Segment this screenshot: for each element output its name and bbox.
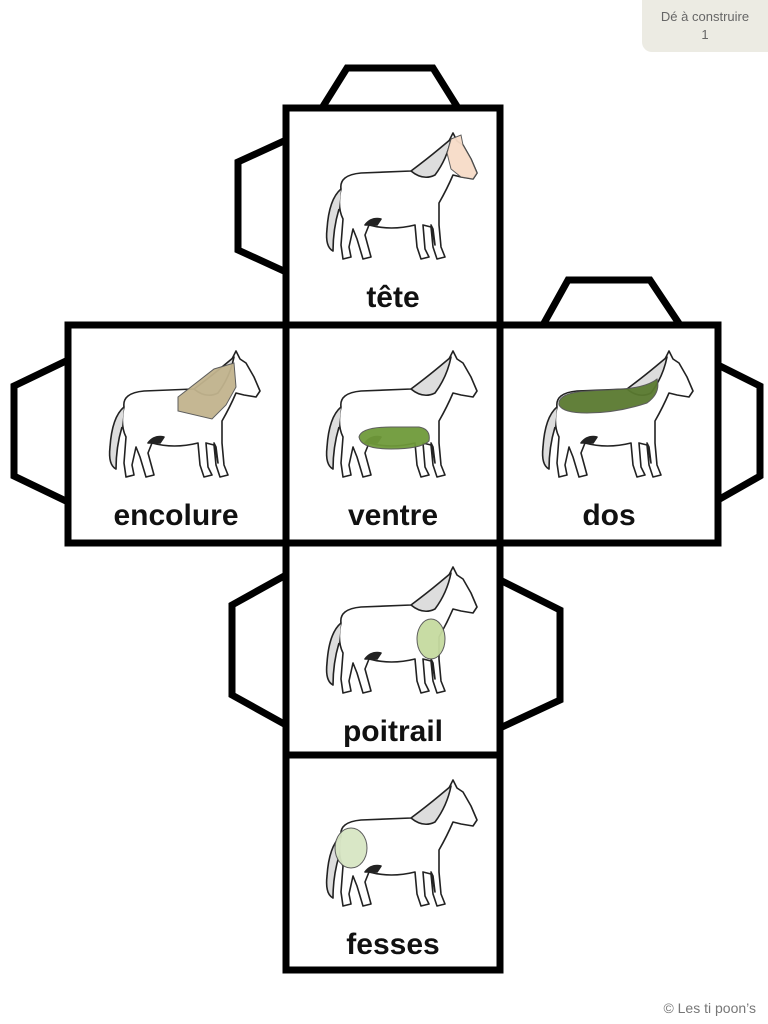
highlight-rump (334, 827, 368, 869)
face-label: dos (582, 499, 636, 532)
horse-illustration (541, 350, 694, 478)
face-label: ventre (347, 499, 439, 532)
highlight-belly (358, 426, 430, 450)
face-encolure: encolure (72, 329, 280, 539)
highlight-back (558, 378, 659, 414)
face-dos: dos (505, 329, 713, 539)
horse-illustration (325, 350, 478, 478)
copyright: © Les ti poon’s (663, 1000, 756, 1016)
highlight-chest (416, 618, 446, 660)
face-label: fesses (346, 928, 440, 961)
highlight-head (446, 134, 478, 180)
horse-illustration (325, 132, 478, 260)
horse-illustration (325, 779, 478, 907)
face-poitrail: poitrail (289, 545, 497, 755)
face-label: tête (366, 281, 420, 314)
title-badge: Dé à construire 1 (642, 0, 768, 52)
horse-illustration (108, 350, 261, 478)
badge-number: 1 (701, 27, 709, 42)
badge-title: Dé à construire (660, 9, 750, 24)
face-label: encolure (113, 499, 239, 532)
face-label: poitrail (342, 715, 443, 748)
highlight-neck (177, 362, 237, 420)
face-ventre: ventre (289, 329, 497, 539)
horse-illustration (325, 566, 478, 694)
face-fesses: fesses (289, 758, 497, 968)
face-tete: tête (289, 111, 497, 321)
